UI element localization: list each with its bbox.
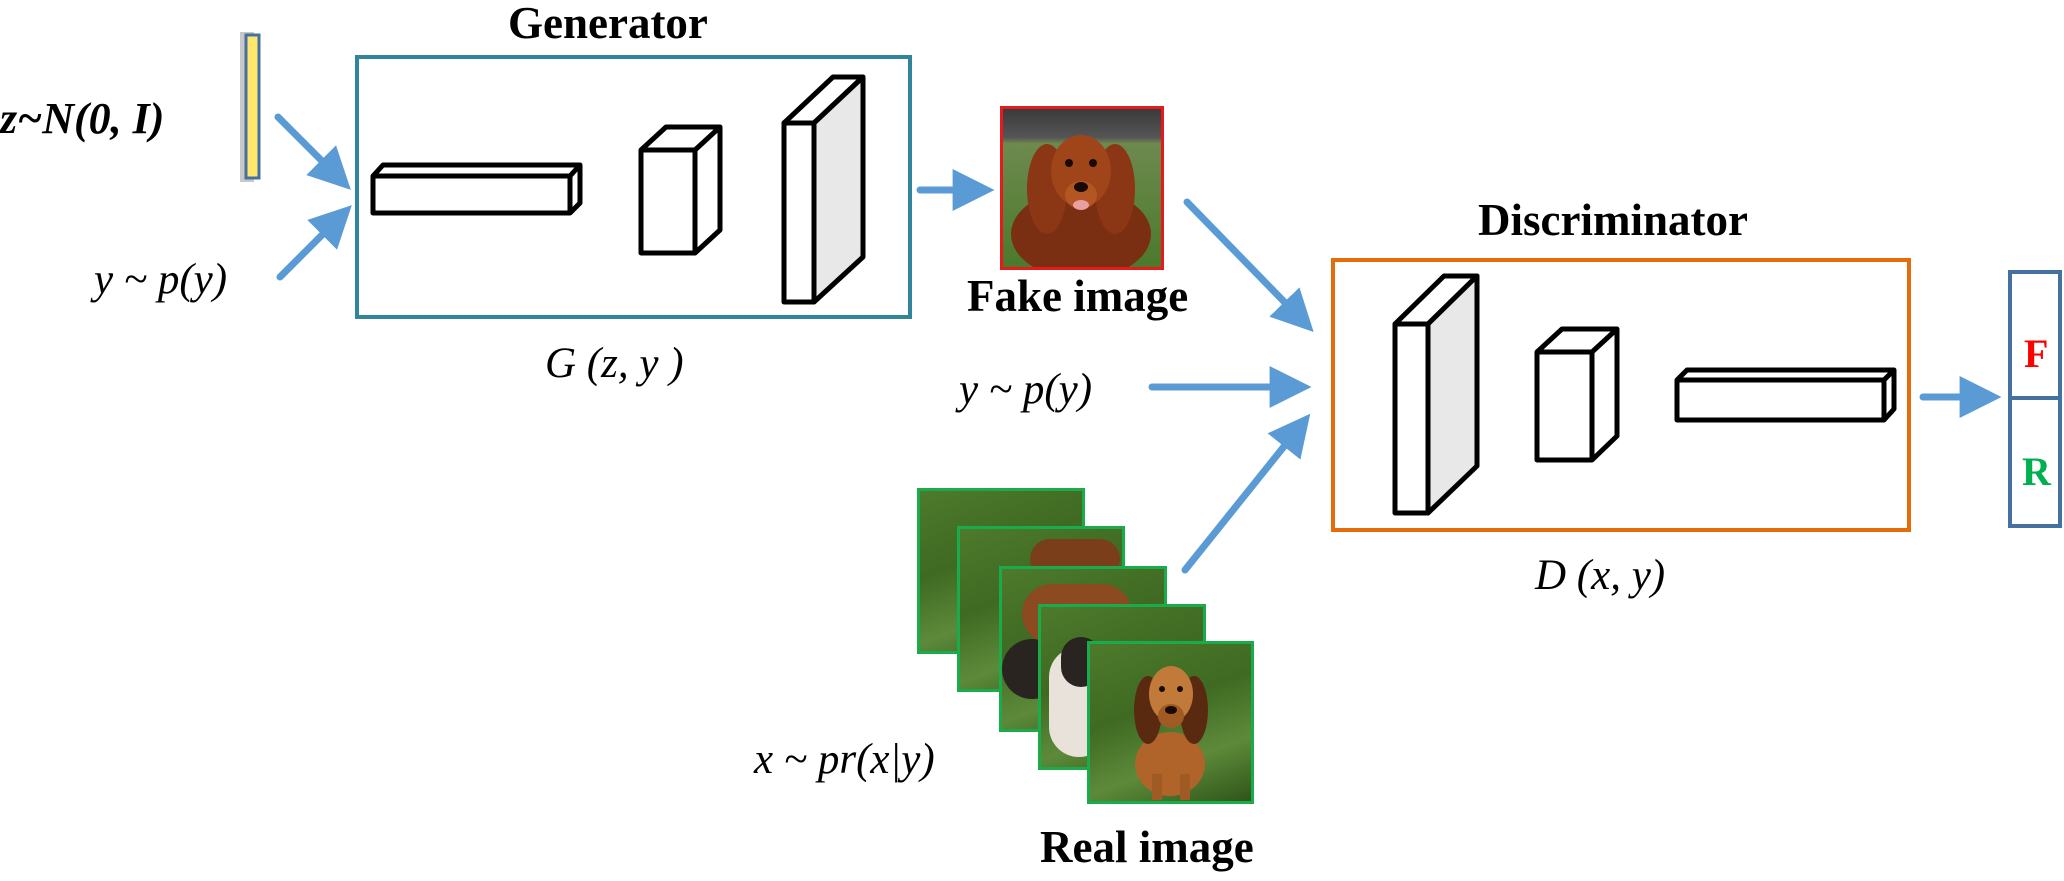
real-image-label: Real image [1040, 822, 1254, 872]
real-dog-illustration [1134, 666, 1208, 800]
discriminator-function-label: D (x, y) [1535, 552, 1666, 599]
arrow-real-to-discriminator [1181, 413, 1311, 574]
arrow-label-to-generator [276, 205, 352, 281]
generator-layer-2 [638, 124, 723, 256]
discriminator-layer-3 [1674, 367, 1897, 423]
noise-vector [244, 33, 261, 180]
generator-label-input: y ~ p(y) [94, 256, 228, 303]
fake-dog-illustration [1011, 135, 1151, 267]
discriminator-layer-2 [1534, 326, 1620, 463]
generator-title: Generator [508, 0, 708, 48]
discriminator-layer-1 [1392, 273, 1480, 516]
output-fake-letter: F [2024, 331, 2049, 376]
output-real-letter: R [2022, 449, 2051, 494]
arrow-fake-to-discriminator [1183, 198, 1314, 333]
discriminator-box [1331, 258, 1911, 532]
noise-label: z~N(0, I) [0, 94, 165, 143]
generator-layer-1 [370, 162, 583, 216]
real-image-5 [1087, 641, 1254, 804]
discriminator-title: Discriminator [1478, 195, 1748, 245]
real-data-label: x ~ pr(x|y) [754, 736, 935, 783]
output-real-cell: R [2008, 396, 2062, 528]
fake-image [1000, 106, 1164, 270]
discriminator-label-input: y ~ p(y) [959, 366, 1093, 413]
generator-box [355, 55, 912, 319]
generator-function-label: G (z, y ) [545, 340, 684, 387]
generator-layer-3 [781, 74, 866, 305]
fake-image-label: Fake image [967, 271, 1189, 321]
output-fake-cell: F [2008, 270, 2062, 400]
arrow-noise-to-generator [274, 113, 351, 190]
